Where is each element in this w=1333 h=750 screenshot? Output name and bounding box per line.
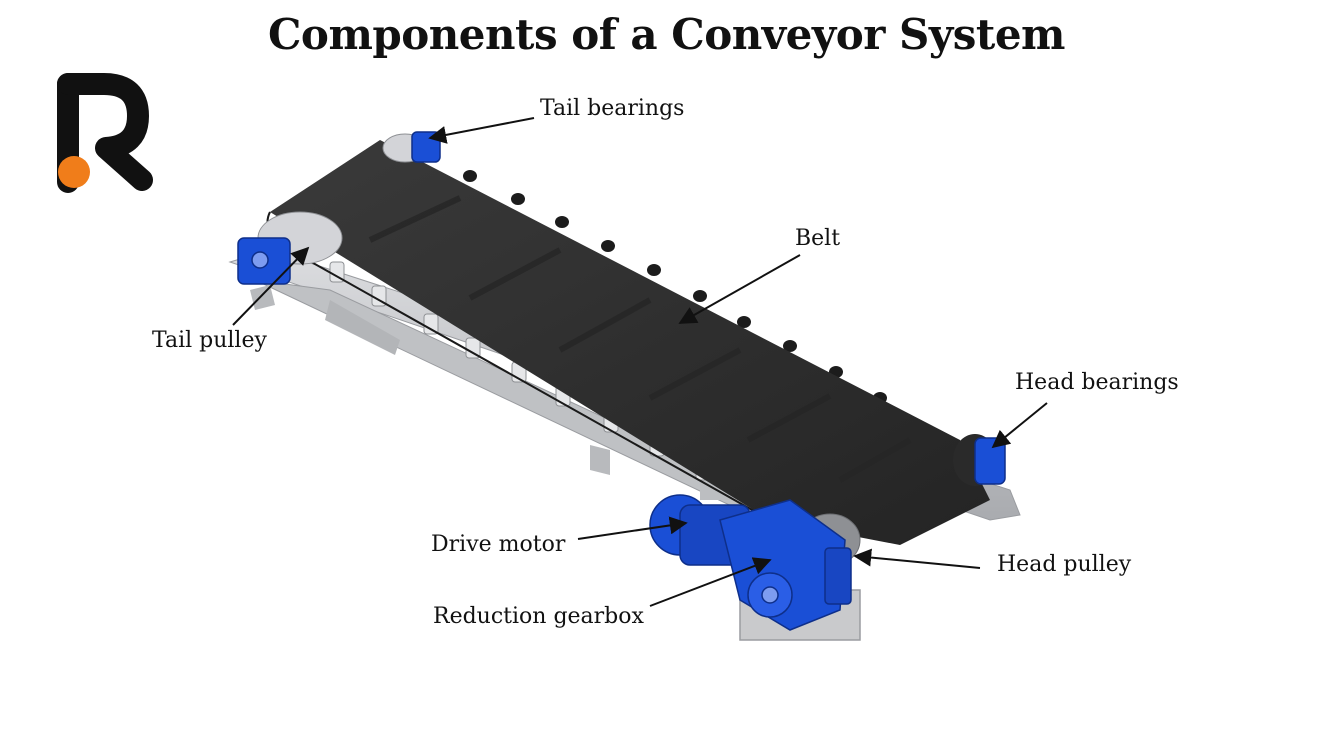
label-head-bearings: Head bearings (1015, 370, 1179, 395)
label-tail-bearings: Tail bearings (540, 96, 685, 121)
label-head-pulley: Head pulley (997, 552, 1132, 577)
brand-logo (57, 73, 153, 193)
arrow-head-bearings (991, 402, 1048, 449)
arrow-tail-pulley (232, 246, 310, 326)
arrow-drive-motor (577, 516, 688, 540)
arrow-head-pulley (853, 548, 981, 569)
logo-dot (58, 156, 90, 188)
label-drive-motor: Drive motor (431, 532, 566, 557)
bearings-shapes (237, 131, 1006, 485)
page-title: Components of a Conveyor System (268, 10, 1065, 59)
arrow-belt (678, 254, 801, 324)
label-belt: Belt (795, 226, 841, 251)
label-reduction-gearbox: Reduction gearbox (433, 604, 644, 629)
callout-arrows (232, 117, 1048, 607)
arrow-tail-bearings (428, 117, 535, 144)
arrow-reduction-gearbox (649, 557, 772, 607)
label-tail-pulley: Tail pulley (152, 328, 267, 353)
